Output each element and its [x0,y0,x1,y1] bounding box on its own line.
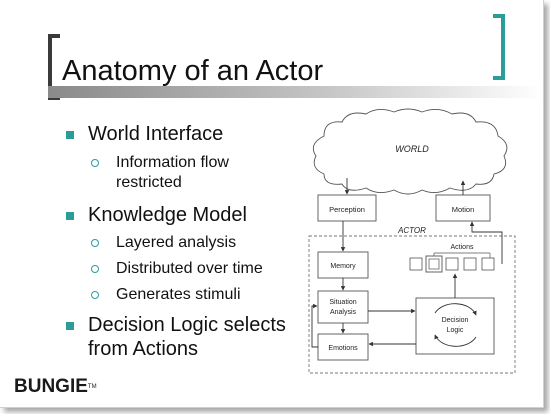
sub-bullet-ring-icon [91,265,99,273]
action-box [409,257,423,271]
sub-bullet-layered-analysis: Layered analysis [116,234,237,251]
arrow-actions-to-motion [469,221,503,264]
bungie-logo-text: BUNGIE [14,376,88,397]
situation-label-line1: Situation [329,299,356,306]
action-box-selected-inner [428,258,440,270]
bullet-decision-logic: Decision Logic selects from Actions [88,314,286,360]
sub-bullet-information-flow: Information flow restricted [116,154,229,191]
bungie-logo-tm: TM [87,384,97,390]
actor-diagram: WORLD Perception Motion ACTOR Memory Sit… [304,106,520,376]
situation-label-line2: Analysis [330,309,357,316]
bullet-square-icon [66,322,74,330]
situation-analysis-box [317,290,369,324]
sub-bullet-generates-stimuli: Generates stimuli [116,286,241,303]
bullet-square-icon [66,212,74,220]
bullet-knowledge-model: Knowledge Model [88,204,247,226]
sub-bullet-ring-icon [91,159,99,167]
world-label: WORLD [395,144,429,154]
actions-label: Actions [451,244,474,251]
slide-title: Anatomy of an Actor [62,55,324,87]
arrow-emotions-to-situation [311,303,318,348]
title-underline-band [48,86,543,98]
bullet-square-icon [66,131,74,139]
actor-diagram-svg: WORLD Perception Motion ACTOR Memory Sit… [308,108,516,374]
decision-logic-box [415,297,495,355]
left-bracket-decoration [48,34,60,100]
actor-label: ACTOR [397,226,426,235]
emotions-label: Emotions [328,345,358,352]
sub-bullet-ring-icon [91,291,99,299]
sub-bullet-ring-icon [91,239,99,247]
action-box [481,257,495,271]
emotions-box [317,333,369,361]
action-box [445,257,459,271]
decision-label-line1: Decision [442,317,469,324]
memory-label: Memory [330,263,356,270]
decision-cycle-arrow [434,334,477,347]
motion-label: Motion [452,205,475,214]
right-bracket-decoration [493,14,505,80]
memory-box [317,251,369,279]
slide: Anatomy of an Actor World Interface Info… [0,0,544,408]
sub-bullet-distributed-over-time: Distributed over time [116,260,263,277]
perception-box [317,194,377,222]
world-cloud-shape [312,108,508,195]
bullet-world-interface: World Interface [88,123,224,145]
actor-boundary [308,235,516,374]
decision-label-line2: Logic [447,327,464,334]
action-box-selected [425,255,443,273]
perception-label: Perception [329,205,365,214]
decision-cycle-arrow [434,303,477,316]
action-box [463,257,477,271]
bungie-logo: BUNGIETM [14,376,97,398]
